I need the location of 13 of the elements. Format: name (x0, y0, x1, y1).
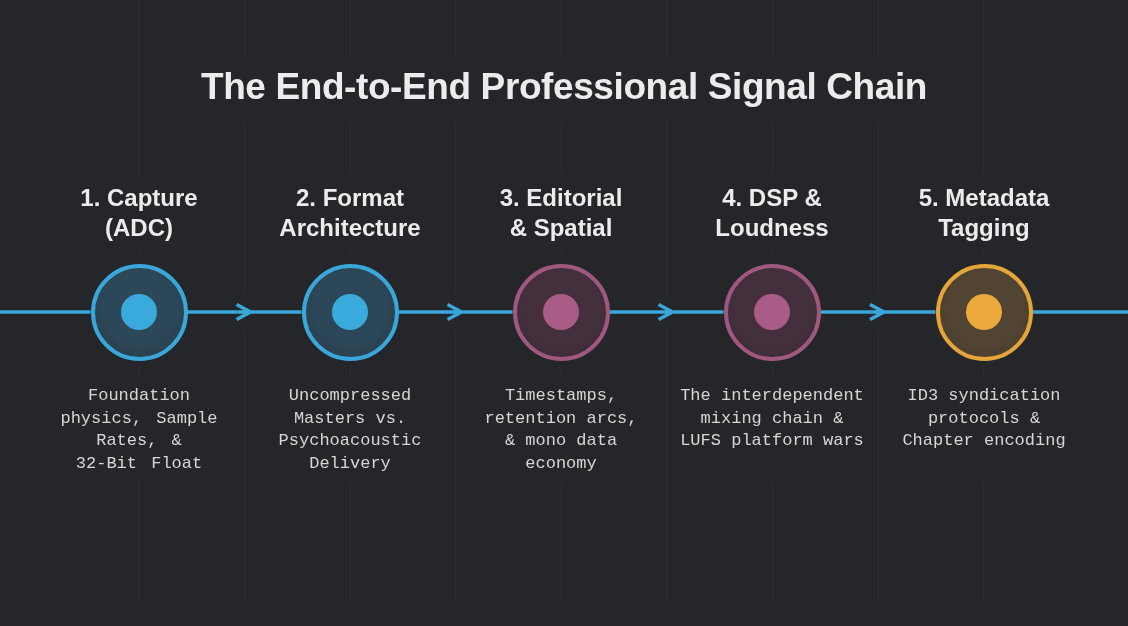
stage-heading: 4. DSP & Loudness (714, 183, 830, 243)
connector-line (1032, 310, 1128, 314)
stage-description: Uncompressed Masters vs. Psychoacoustic Delivery (277, 385, 423, 475)
stage-heading: 2. Format Architecture (278, 183, 422, 243)
stage-description: Timestamps, retention arcs, & mono data economy (483, 385, 639, 475)
diagram-title: The End-to-End Professional Signal Chain (200, 65, 928, 109)
stage-description: ID3 syndication protocols & Chapter encoding (901, 385, 1067, 452)
stage-description: Foundation physics, Sample Rates, & 32-Bit Float (59, 385, 219, 475)
stage-heading: 1. Capture (ADC) (79, 183, 199, 243)
stage-description: The interdependent mixing chain & LUFS platform wars (679, 385, 865, 452)
connector-line (0, 310, 91, 314)
stage-heading: 3. Editorial & Spatial (498, 183, 624, 243)
stage-heading: 5. Metadata Tagging (917, 183, 1051, 243)
